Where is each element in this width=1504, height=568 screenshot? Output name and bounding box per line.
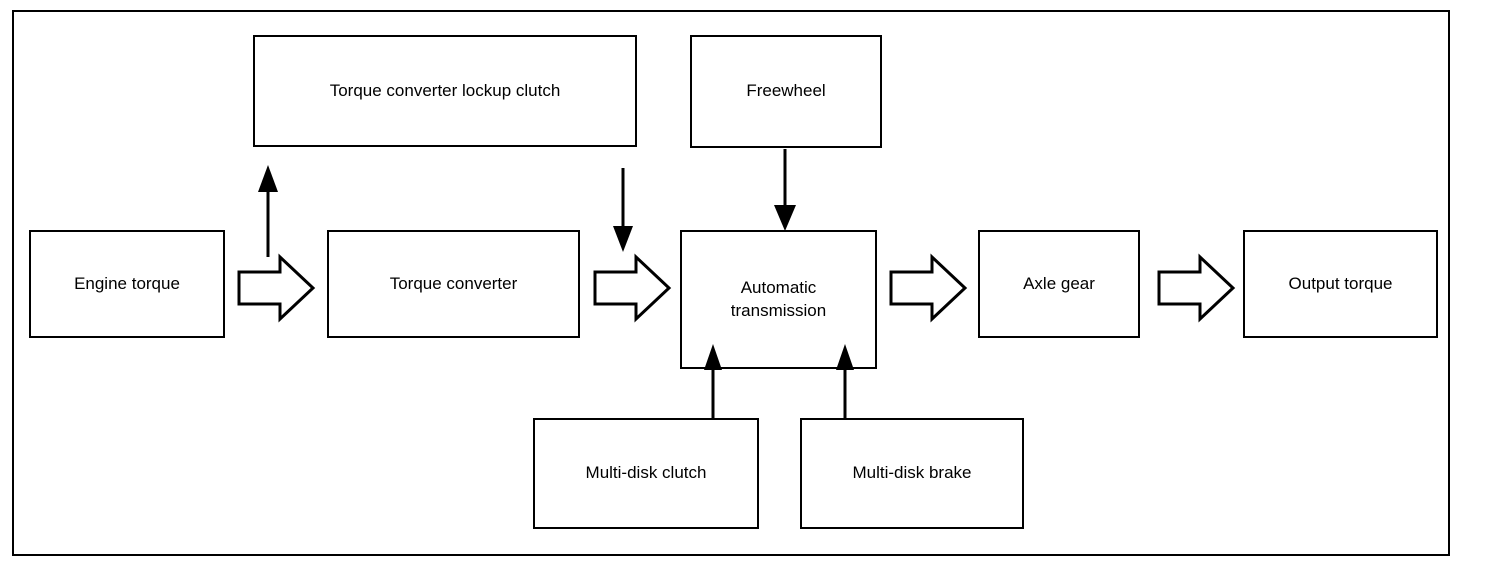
node-multi-disk-brake[interactable]: Multi-disk brake (800, 418, 1024, 529)
node-label: Automatic transmission (730, 278, 827, 320)
node-automatic-transmission[interactable]: Automatic transmission (680, 230, 877, 369)
node-label: Engine torque (74, 273, 180, 293)
node-label: Multi-disk clutch (585, 463, 707, 483)
node-axle-gear[interactable]: Axle gear (978, 230, 1140, 338)
node-label: Output torque (1288, 273, 1393, 293)
node-torque-converter[interactable]: Torque converter (327, 230, 580, 338)
node-label: Axle gear (1023, 273, 1095, 293)
node-label: Torque converter lockup clutch (329, 80, 561, 100)
node-engine-torque[interactable]: Engine torque (29, 230, 225, 338)
node-multi-disk-clutch[interactable]: Multi-disk clutch (533, 418, 759, 529)
node-torque-converter-lockup-clutch[interactable]: Torque converter lockup clutch (253, 35, 637, 147)
node-freewheel[interactable]: Freewheel (690, 35, 882, 148)
node-output-torque[interactable]: Output torque (1243, 230, 1438, 338)
node-label: Torque converter (389, 273, 518, 293)
node-label: Freewheel (746, 81, 826, 101)
node-label: Multi-disk brake (852, 463, 972, 483)
